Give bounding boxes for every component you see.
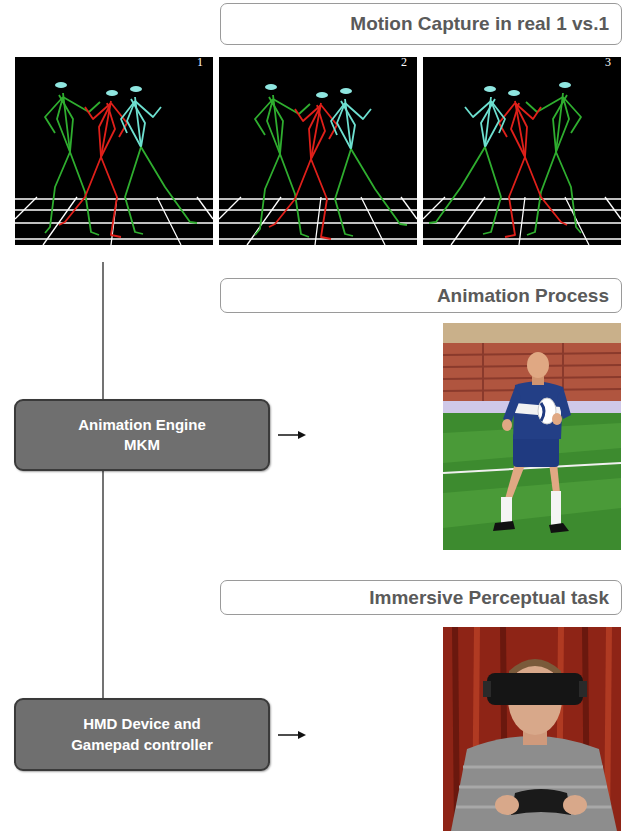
mocap-panel (423, 57, 621, 245)
box-label: HMD Device and Gamepad controller (62, 714, 222, 755)
flow-line (102, 471, 104, 698)
process-box: Animation Engine MKM (14, 399, 270, 471)
section-header: Animation Process (220, 278, 622, 313)
mocap-panel (219, 57, 417, 245)
callout-number: 3 (605, 56, 611, 68)
box-label: Immersive Perceptual task (369, 587, 609, 609)
box-label: Animation Process (437, 285, 609, 307)
box-label: Animation Engine MKM (62, 415, 222, 456)
user-photo (443, 627, 621, 831)
mocap-panel (15, 57, 213, 245)
flow-line (102, 262, 104, 399)
box-label: Motion Capture in real 1 vs.1 (350, 13, 609, 35)
section-header: Immersive Perceptual task (220, 580, 622, 615)
section-header: Motion Capture in real 1 vs.1 (220, 3, 622, 45)
callout-number: 2 (401, 56, 407, 68)
process-box: HMD Device and Gamepad controller (14, 698, 270, 771)
rugby-render (443, 323, 621, 550)
callout-number: 1 (197, 56, 203, 68)
